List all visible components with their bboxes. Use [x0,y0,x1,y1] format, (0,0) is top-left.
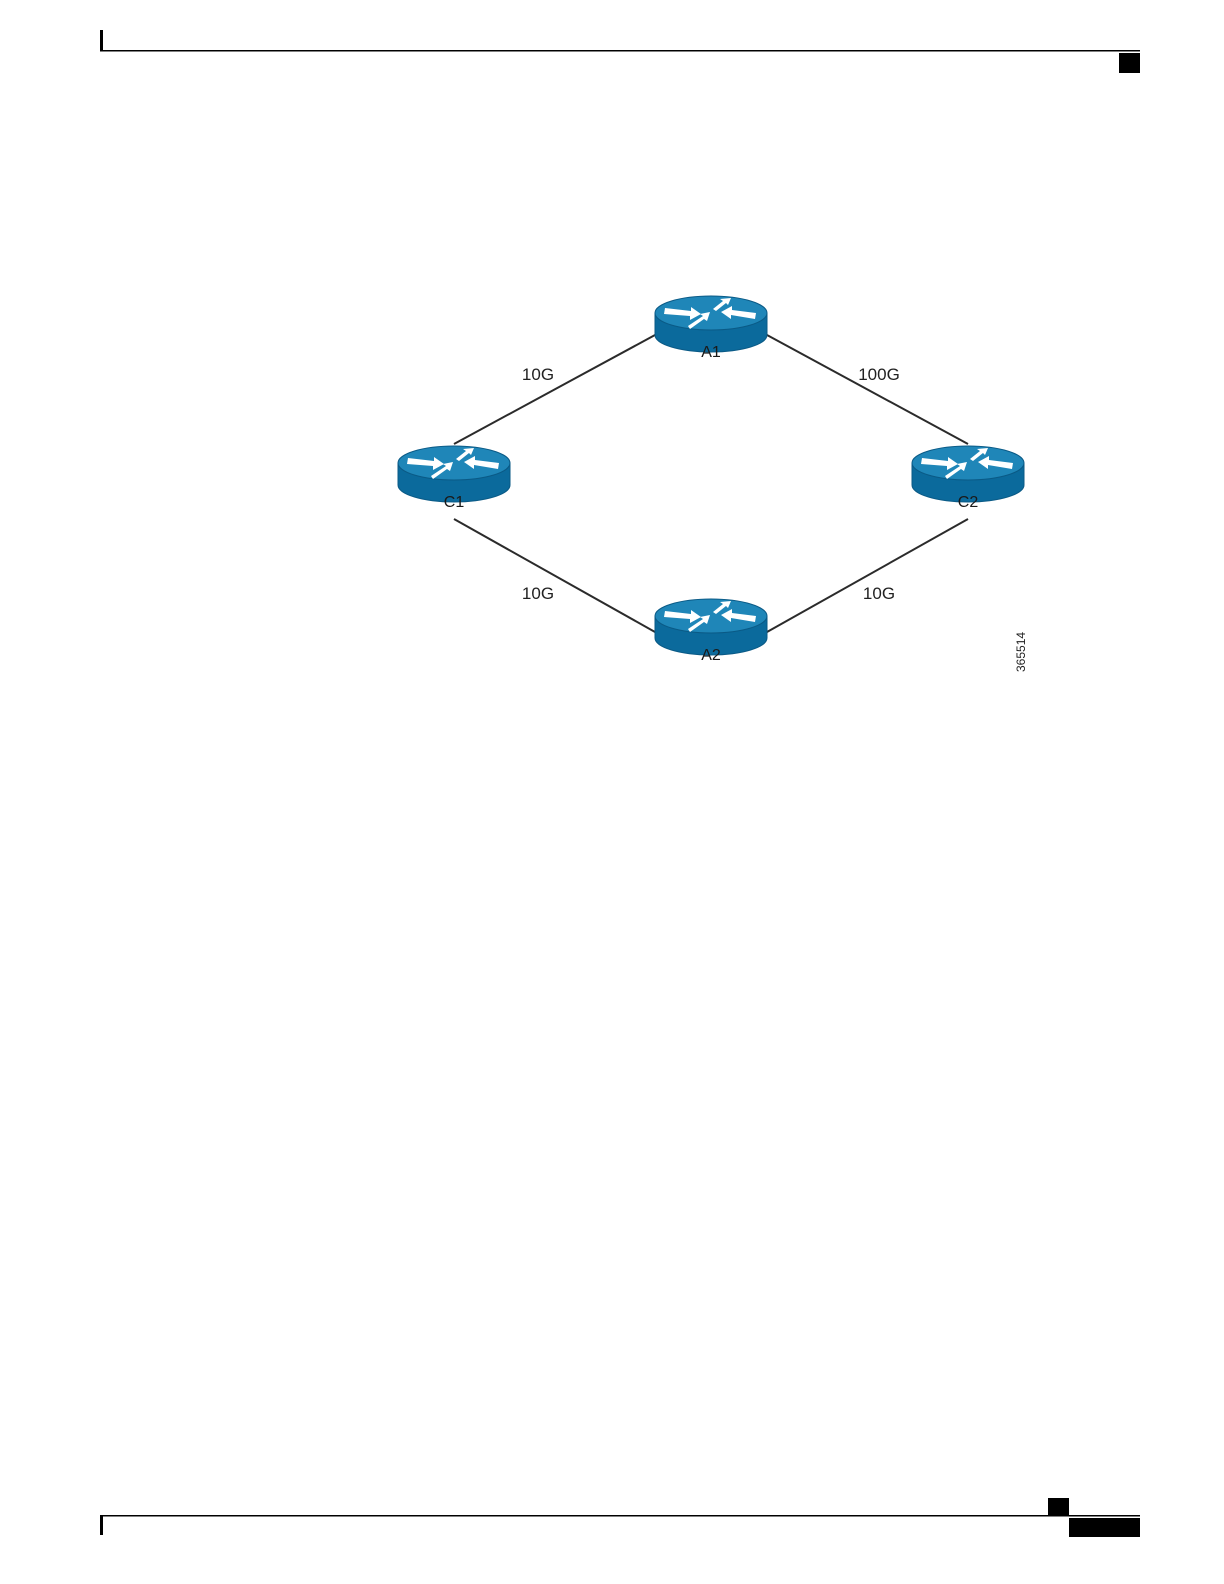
figure-id: 365514 [1014,632,1028,672]
router-node-c1: C1 [398,446,510,511]
router-node-a1: A1 [655,296,767,361]
router-label: C1 [444,494,465,511]
link-c1-a1 [454,335,655,444]
link-label-a2-c2: 10G [863,584,895,603]
link-a2-c2 [767,519,968,632]
link-label-c1-a1: 10G [522,365,554,384]
link-label-a1-c2: 100G [858,365,900,384]
router-label: A2 [701,647,721,664]
link-a1-c2 [767,335,968,444]
router-node-a2: A2 [655,599,767,664]
page-header-rule [100,30,1140,73]
router-node-c2: C2 [912,446,1024,511]
link-label-c1-a2: 10G [522,584,554,603]
link-labels: 10G 100G 10G 10G [522,365,900,603]
router-label: A1 [701,344,721,361]
router-label: C2 [958,494,979,511]
page-footer-rule [100,1498,1140,1537]
link-c1-a2 [454,519,655,632]
